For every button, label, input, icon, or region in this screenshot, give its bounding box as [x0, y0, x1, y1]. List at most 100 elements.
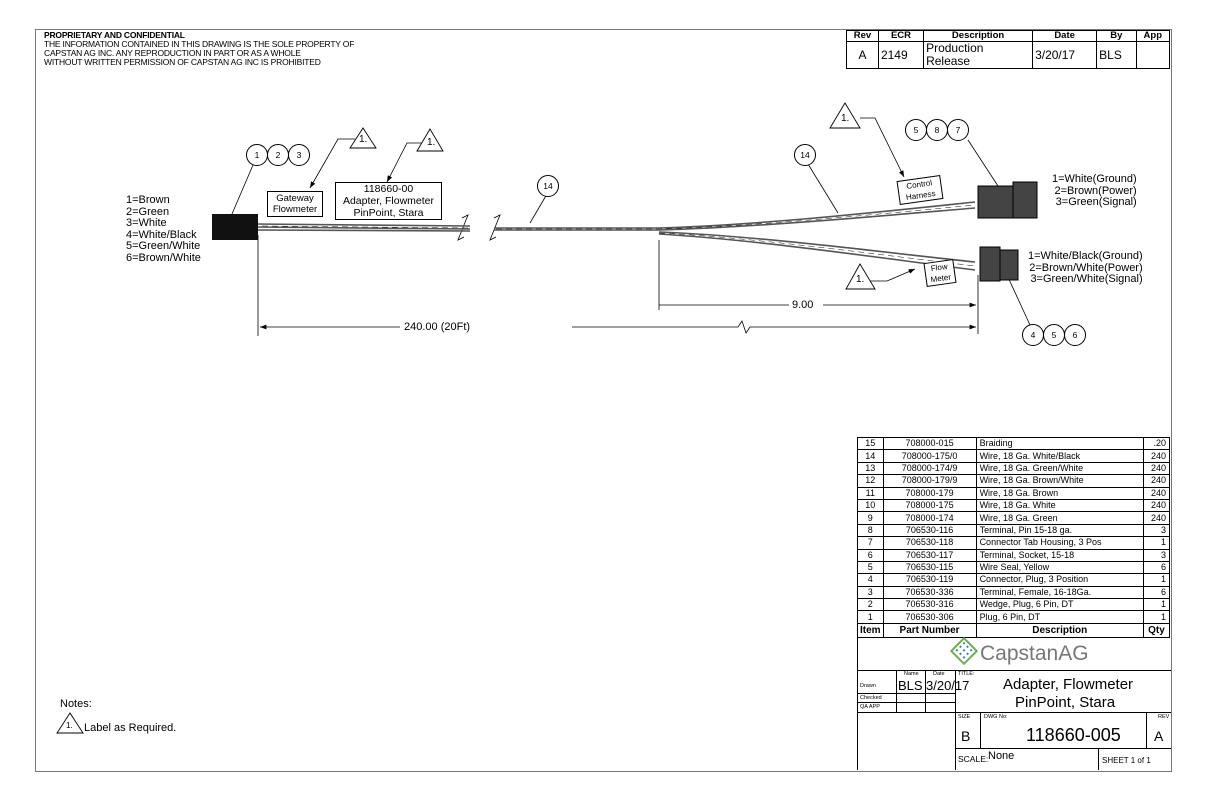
revision-table: Rev ECR Description Date By App A 2149 P…: [846, 30, 1171, 69]
qty-cell: 240: [1143, 461, 1170, 476]
item-callout: 4: [1022, 324, 1044, 346]
confidential-line: CAPSTAN AG INC. ANY REPRODUCTION IN PART…: [44, 48, 301, 58]
qa-label: QA APP: [860, 704, 880, 710]
qty-cell: 6: [1143, 585, 1170, 600]
leader-line: [309, 138, 355, 189]
item-callout: 6: [1064, 324, 1086, 346]
dimension-line: [572, 320, 976, 334]
qty-cell: 1: [1143, 610, 1170, 624]
qty-cell: 240: [1143, 511, 1170, 525]
part-number-cell: 708000-175: [882, 498, 977, 513]
note-flag-icon: [829, 102, 861, 129]
plug-wire-legend: 1=Brown 2=Green 3=White 4=White/Black 5=…: [126, 194, 201, 264]
item-cell: 12: [857, 474, 884, 488]
drawn-label: Drawn: [860, 683, 876, 689]
part-number-cell: 706530-336: [882, 585, 977, 600]
description-cell: Braiding: [975, 436, 1145, 451]
item-cell: 10: [857, 498, 884, 513]
leader-line: [807, 163, 839, 214]
part-number-cell: 708000-179: [882, 486, 977, 500]
item-cell: 14: [857, 449, 884, 463]
leader-line: [529, 193, 548, 224]
qty-cell: 1: [1143, 598, 1170, 612]
legend-line: 1=White/Black(Ground): [1028, 250, 1143, 262]
part-number-cell: 708000-174/9: [882, 461, 977, 476]
part-number-cell: 706530-306: [882, 610, 977, 624]
size-label: SIZE: [958, 714, 971, 720]
item-callout: 14: [537, 175, 559, 197]
item-callout: 5: [905, 119, 927, 141]
tag-line: Flow: [930, 261, 949, 274]
tag-line: Flowmeter: [272, 204, 318, 215]
description-cell: Wire, 18 Ga. Green/White: [975, 461, 1145, 476]
note-text: Label as Required.: [84, 722, 177, 734]
note-flag-label: 1.: [359, 134, 368, 145]
item-cell: 7: [857, 536, 884, 550]
description-cell: Plug, 6 Pin, DT: [975, 610, 1145, 624]
legend-line: 5=Green/White: [126, 240, 201, 252]
flow-connector: [979, 246, 1001, 282]
control-connector: [977, 185, 1014, 219]
size-value: B: [961, 728, 971, 744]
item-callout: 1: [246, 144, 268, 166]
leader-line: [860, 117, 905, 178]
item-cell: 3: [857, 585, 884, 600]
description-cell: Wire, 18 Ga. Brown/White: [975, 474, 1145, 488]
notes-title: Notes:: [60, 698, 92, 710]
item-cell: 15: [857, 436, 884, 451]
ecr-cell: 2149: [877, 41, 925, 69]
description-cell: Wire, 18 Ga. White: [975, 498, 1145, 513]
description-cell: Wire, 18 Ga. Green: [975, 511, 1145, 525]
plug-6-pin-dt: [212, 214, 258, 240]
scale-label: SCALE:: [958, 754, 989, 764]
date-cell: 3/20/17: [1032, 41, 1098, 69]
logo-text: CapstanAG: [980, 642, 1089, 665]
note-flag-icon: [845, 263, 876, 290]
description-cell: Production Release: [923, 41, 1034, 69]
part-number-cell: 708000-179/9: [882, 474, 977, 488]
rev-value: A: [1154, 728, 1164, 744]
drawn-date: 3/20/17: [926, 678, 970, 693]
qty-cell: 1: [1143, 573, 1170, 587]
dimension-240: 240.00 (20Ft): [404, 321, 471, 333]
company-logo: CapstanAG: [949, 636, 1089, 666]
tag-line: Gateway: [276, 193, 314, 204]
description-cell: Terminal, Socket, 15-18: [975, 548, 1145, 562]
confidential-line: WITHOUT WRITTEN PERMISSION OF CAPSTAN AG…: [44, 57, 321, 67]
part-number-header: Part Number: [882, 622, 977, 638]
legend-line: 1=White(Ground): [1052, 173, 1137, 185]
qty-cell: 240: [1143, 449, 1170, 463]
confidential-notice: PROPRIETARY AND CONFIDENTIAL THE INFORMA…: [44, 31, 354, 67]
item-cell: 1: [857, 610, 884, 624]
part-number-cell: 706530-115: [882, 560, 977, 575]
qty-cell: .20: [1143, 436, 1170, 451]
part-number-cell: 706530-118: [882, 536, 977, 550]
item-callout: 7: [947, 119, 969, 141]
note-flag-label: 1.: [841, 113, 850, 124]
part-number-cell: 708000-175/0: [882, 449, 977, 463]
description-header: Description: [975, 622, 1145, 638]
title-label: TITLE:: [958, 671, 975, 677]
name-label: Name: [904, 671, 919, 677]
drawn-name: BLS: [898, 678, 923, 693]
flow-wire-legend: 1=White/Black(Ground) 2=Brown/White(Powe…: [1028, 250, 1143, 286]
description-cell: Wire, 18 Ga. Brown: [975, 486, 1145, 500]
